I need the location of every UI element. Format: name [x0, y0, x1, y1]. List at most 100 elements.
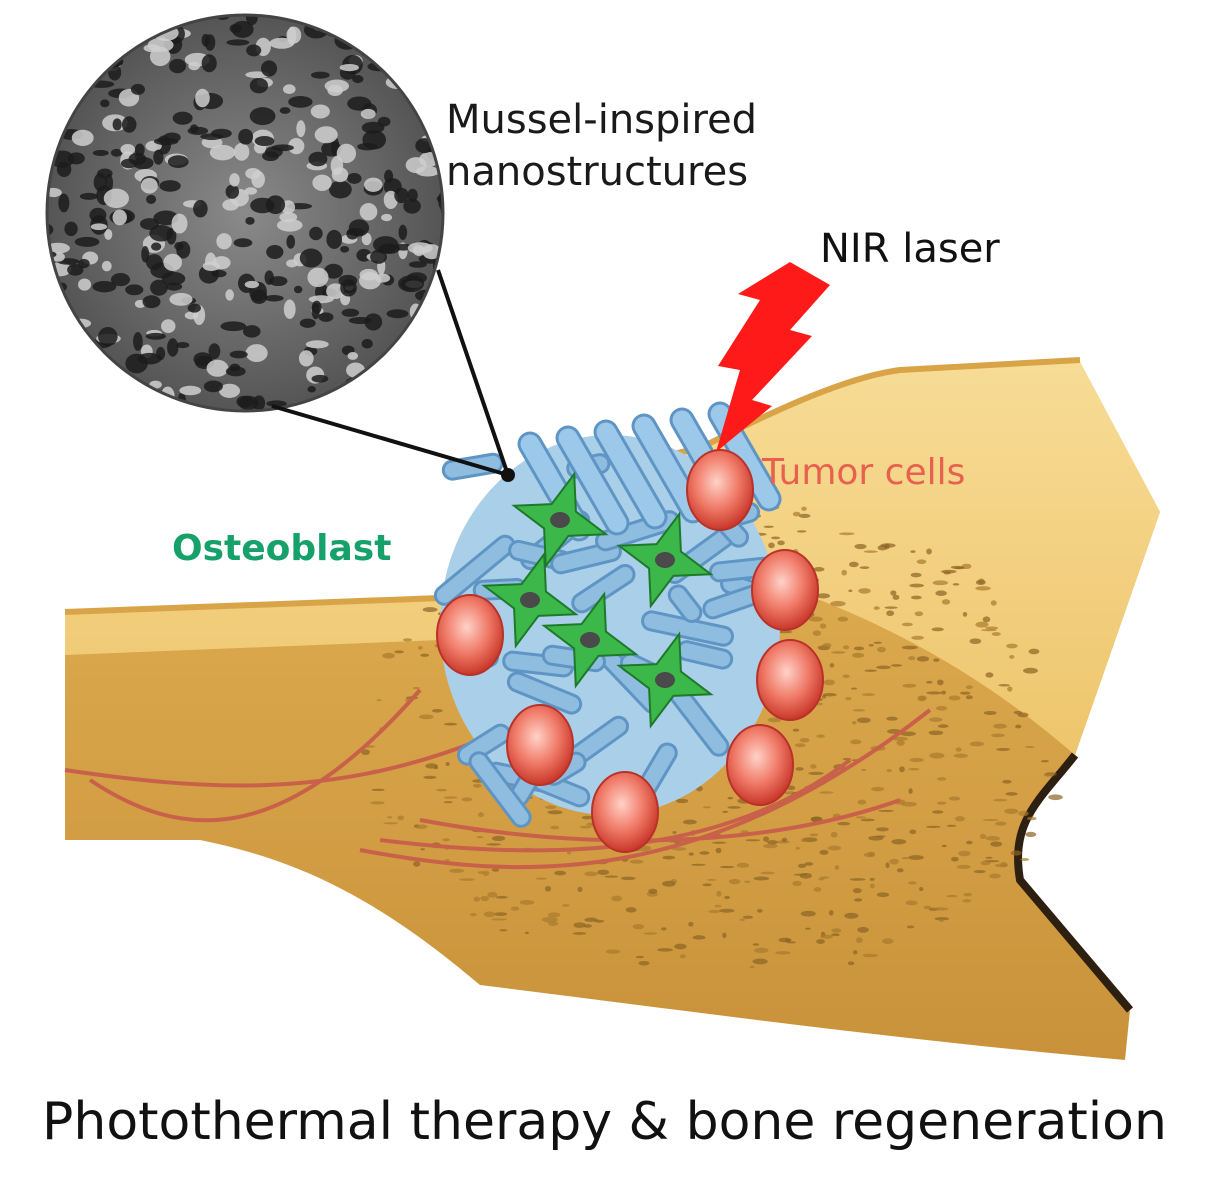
spongy-pore: [486, 843, 502, 846]
spongy-pore: [973, 870, 986, 874]
spongy-pore: [418, 714, 434, 720]
sem-pore: [110, 273, 131, 287]
spongy-pore: [775, 951, 791, 955]
spongy-pore: [908, 855, 924, 860]
spongy-pore: [983, 710, 997, 715]
sem-pore: [307, 267, 329, 288]
sem-pore: [169, 292, 193, 306]
sem-pore: [312, 174, 332, 191]
spongy-pore: [724, 895, 731, 900]
sem-pore: [161, 319, 176, 334]
sem-pore: [201, 54, 217, 73]
sem-pore: [246, 44, 262, 57]
spongy-pore: [850, 687, 858, 690]
sem-pore: [308, 151, 328, 167]
sem-pore: [407, 188, 418, 202]
sem-pore: [229, 173, 240, 187]
sem-pore: [48, 112, 56, 122]
spongy-pore: [810, 764, 817, 769]
sem-pore: [121, 116, 137, 133]
spongy-pore: [1023, 667, 1039, 674]
spongy-pore: [816, 734, 825, 738]
spongy-pore: [1043, 774, 1055, 777]
spongy-pore: [1004, 808, 1019, 815]
spongy-pore: [494, 912, 508, 917]
spongy-pore: [577, 886, 583, 893]
scaffold-column: [593, 419, 668, 530]
spongy-pore: [442, 838, 450, 842]
spongy-pore: [469, 912, 477, 917]
spongy-pore: [941, 599, 951, 605]
sem-pore: [100, 99, 110, 108]
spongy-pore: [982, 616, 991, 623]
osteoblast-nucleus: [655, 672, 675, 688]
spongy-pore: [792, 880, 802, 887]
sem-pore: [70, 32, 89, 41]
osteoblast-nucleus: [550, 512, 570, 528]
sem-pore: [131, 407, 144, 410]
spongy-pore: [482, 870, 490, 876]
spongy-pore: [923, 905, 932, 910]
spongy-pore: [937, 777, 947, 781]
spongy-pore: [510, 906, 520, 911]
spongy-pore: [742, 915, 754, 919]
spongy-pore: [991, 733, 1005, 738]
sem-pore: [124, 18, 142, 31]
spongy-pore: [662, 855, 676, 860]
sem-pore: [244, 187, 258, 195]
sem-pore: [163, 253, 182, 272]
spongy-pore: [998, 684, 1010, 687]
spongy-pore: [611, 895, 623, 902]
spongy-pore: [813, 567, 825, 572]
sem-pore: [179, 385, 202, 396]
spongy-pore: [763, 836, 770, 842]
spongy-pore: [581, 815, 593, 820]
spongy-pore: [969, 638, 982, 645]
sem-pore: [432, 320, 442, 327]
sem-pore: [330, 156, 344, 176]
sem-pore: [365, 379, 377, 397]
sem-pore: [134, 143, 145, 157]
sem-pore: [347, 173, 362, 184]
spongy-pore: [861, 693, 876, 696]
scaffold-rod: [468, 751, 532, 828]
spongy-pore: [767, 840, 778, 845]
sem-pore: [151, 242, 162, 251]
sem-pore: [358, 396, 384, 405]
spongy-pore: [876, 827, 889, 832]
scaffold-rod: [433, 534, 516, 606]
spongy-pore: [844, 912, 859, 919]
spongy-pore: [837, 616, 849, 622]
sem-pore: [417, 36, 432, 52]
spongy-pore: [831, 928, 842, 933]
spongy-pore: [909, 583, 925, 588]
spongy-pore: [851, 652, 865, 658]
sem-pore: [233, 142, 250, 161]
spongy-pore: [1020, 857, 1030, 861]
spongy-pore: [370, 801, 385, 805]
spongy-pore: [1010, 850, 1022, 856]
spongy-pore: [715, 847, 722, 854]
sem-pore: [269, 37, 295, 49]
spongy-pore: [884, 543, 890, 550]
sem-pore: [90, 223, 108, 231]
spongy-pore: [946, 894, 958, 898]
spongy-pore: [752, 958, 768, 965]
spongy-pore: [909, 757, 924, 763]
spongy-pore: [625, 907, 637, 913]
spongy-pore: [952, 583, 960, 586]
spongy-pore: [728, 878, 741, 885]
sem-pore: [242, 325, 261, 338]
spongy-pore: [932, 580, 949, 586]
sem-pore: [69, 358, 95, 378]
spongy-pore: [842, 674, 850, 679]
spongy-pore: [648, 888, 658, 894]
spongy-pore: [830, 600, 846, 607]
spongy-pore: [643, 932, 658, 935]
spongy-pore: [941, 844, 947, 848]
spongy-pore: [541, 916, 558, 923]
sem-pore: [394, 187, 409, 204]
spongy-pore: [916, 656, 930, 662]
spongy-pore: [928, 717, 943, 722]
